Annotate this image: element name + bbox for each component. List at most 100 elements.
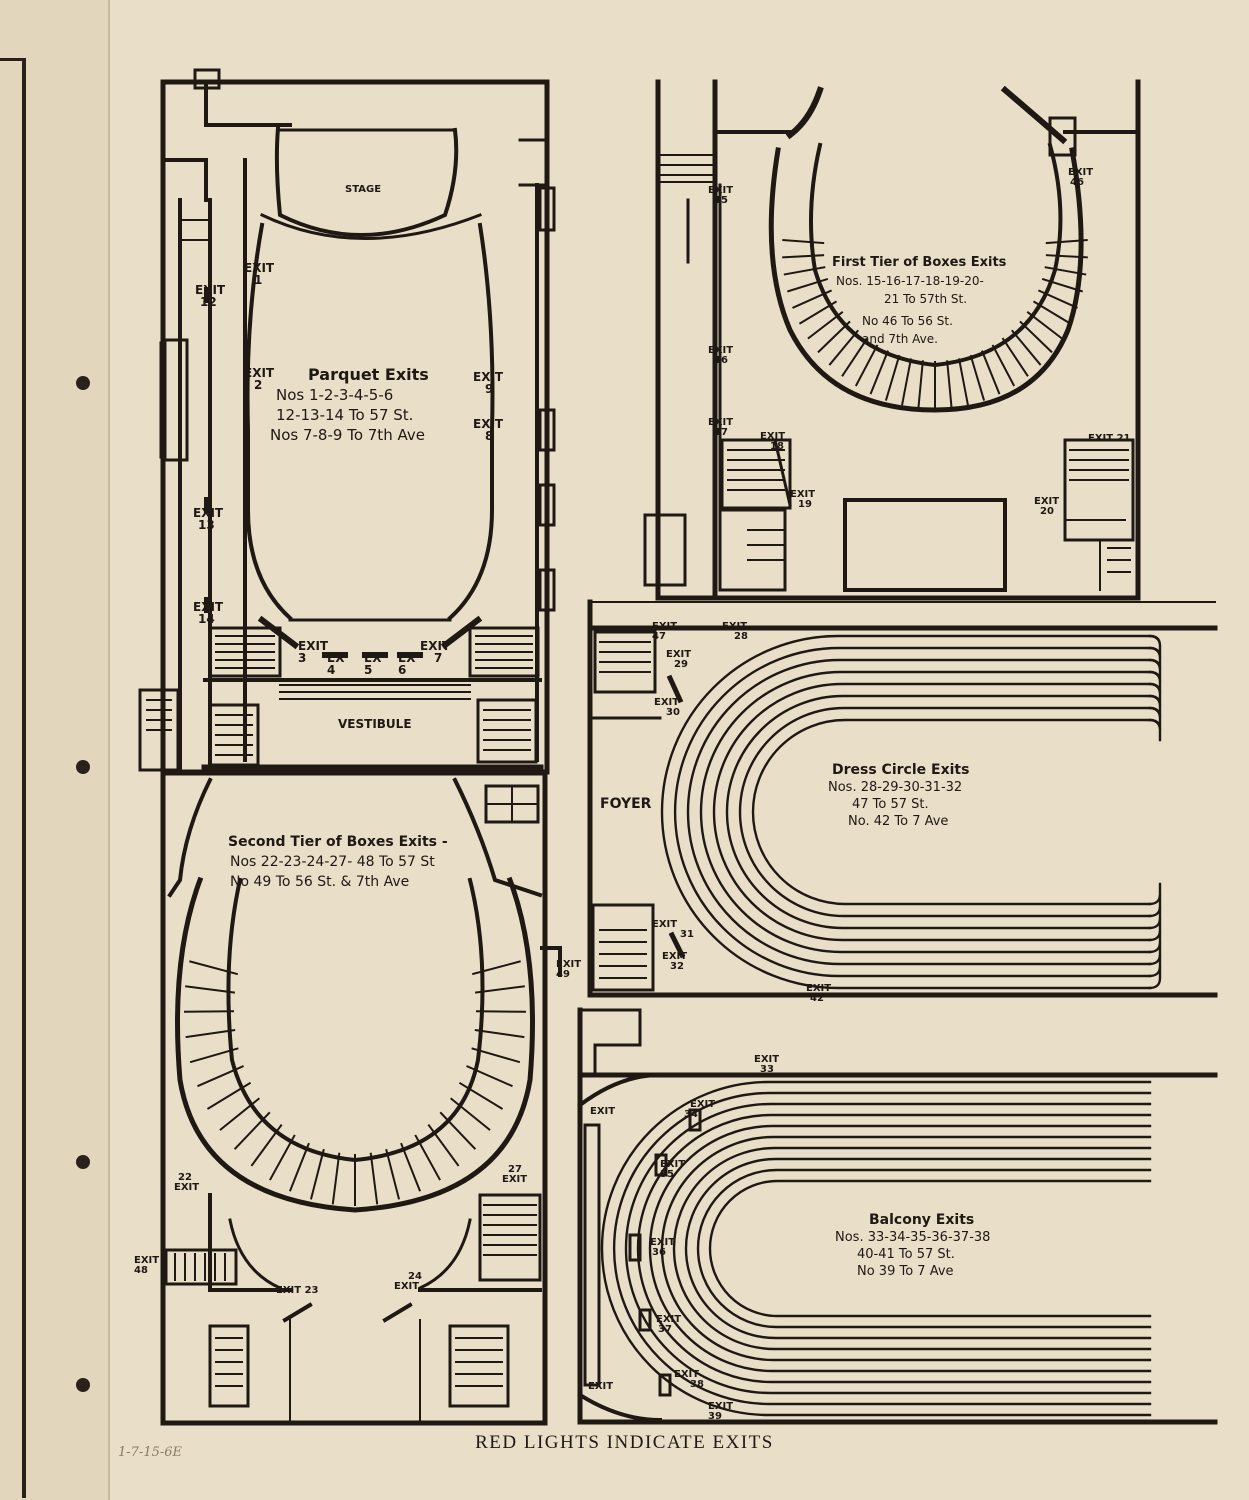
second-tier-title: Second Tier of Boxes Exits - — [228, 834, 448, 850]
seat-divider — [787, 277, 829, 293]
balcony-plan — [577, 1007, 1218, 1425]
seat-divider — [884, 354, 901, 401]
seat-divider — [449, 1097, 491, 1131]
footer-caption: RED LIGHTS INDICATE EXITS — [475, 1432, 774, 1453]
seat-row-end — [1148, 634, 1162, 658]
binding-spine — [22, 58, 26, 1498]
parquet-line: Nos 7-8-9 To 7th Ave — [270, 426, 425, 444]
seat-divider — [331, 1152, 341, 1205]
seat-row — [696, 1168, 1152, 1329]
second-tier-line: No 49 To 56 St. & 7th Ave — [230, 874, 410, 890]
balcony-exits-text: Balcony Exits Nos. 33-34-35-36-37-38 40-… — [835, 1212, 990, 1280]
foyer-label: FOYER — [600, 796, 652, 812]
seat-divider — [466, 1065, 513, 1088]
seat-divider — [269, 1134, 296, 1181]
binding-strip — [0, 0, 110, 1500]
first-tier-line: Nos. 15-16-17-18-19-20- — [836, 274, 984, 288]
seat-row-end — [1148, 954, 1162, 978]
seat-row — [672, 1146, 1152, 1351]
seat-divider — [185, 1028, 236, 1039]
first-tier-line: and 7th Ave. — [862, 332, 938, 346]
seat-divider — [197, 1065, 244, 1088]
handwritten-note: 1-7-15-6E — [118, 1445, 183, 1460]
seat-divider — [828, 329, 860, 366]
seat-divider — [289, 1142, 310, 1192]
seat-divider — [958, 358, 969, 406]
balcony-title: Balcony Exits — [869, 1212, 975, 1228]
seat-divider — [1037, 289, 1078, 309]
dress-circle-line: No. 42 To 7 Ave — [848, 814, 949, 829]
seat-row — [648, 1124, 1152, 1373]
seat-divider — [917, 360, 924, 409]
seat-divider — [1045, 239, 1088, 245]
seat-row — [708, 1179, 1152, 1318]
seat-divider — [783, 266, 826, 276]
seat-divider — [1010, 329, 1042, 366]
seat-divider — [471, 960, 521, 976]
seat-divider — [798, 300, 838, 325]
seat-row — [712, 682, 1152, 942]
seat-row — [660, 634, 1152, 990]
second-tier-plan — [160, 770, 562, 1426]
seat-row-end — [1148, 930, 1162, 954]
dress-circle-plan — [587, 599, 1218, 998]
seat-divider — [1041, 277, 1083, 293]
seat-row — [600, 1080, 1152, 1417]
dress-circle-title: Dress Circle Exits — [832, 762, 970, 778]
seat-divider — [400, 1142, 421, 1192]
seat-divider — [474, 1028, 525, 1039]
second-tier-line: Nos 22-23-24-27- 48 To 57 St — [230, 854, 435, 870]
vestibule-label: VESTIBULE — [338, 717, 412, 731]
stage-label: STAGE — [345, 184, 382, 195]
seat-row — [725, 694, 1152, 930]
parquet-line: Nos 1-2-3-4-5-6 — [276, 386, 394, 404]
seat-divider — [471, 1047, 521, 1064]
first-tier-exits-text: First Tier of Boxes Exits Nos. 15-16-17-… — [832, 254, 1006, 348]
seat-row-end — [1148, 718, 1162, 742]
seat-divider — [309, 1148, 325, 1200]
parquet-line: 12-13-14 To 57 St. — [276, 406, 414, 424]
exit-marker: EXIT — [590, 1106, 616, 1117]
seat-row-end — [1148, 894, 1162, 918]
seat-row-end — [1148, 646, 1162, 670]
first-tier-line: No 46 To 56 St. — [862, 314, 953, 328]
exit-marker: EXIT 23 — [276, 1285, 319, 1296]
seat-row — [673, 646, 1152, 978]
seat-row-end — [1148, 906, 1162, 930]
seat-divider — [185, 985, 236, 994]
seat-divider — [969, 354, 986, 401]
seat-divider — [189, 1047, 239, 1064]
seat-row — [624, 1102, 1152, 1395]
dress-circle-line: Nos. 28-29-30-31-32 — [828, 780, 963, 795]
seat-divider — [233, 1111, 271, 1150]
seat-row-end — [1148, 694, 1162, 718]
seat-row-end — [1148, 658, 1162, 682]
dress-circle-line: 47 To 57 St. — [852, 797, 929, 812]
seat-divider — [841, 337, 869, 377]
seat-divider — [475, 1010, 527, 1013]
seat-divider — [189, 960, 239, 976]
balcony-line: No 39 To 7 Ave — [857, 1264, 954, 1279]
seat-divider — [980, 350, 1001, 395]
